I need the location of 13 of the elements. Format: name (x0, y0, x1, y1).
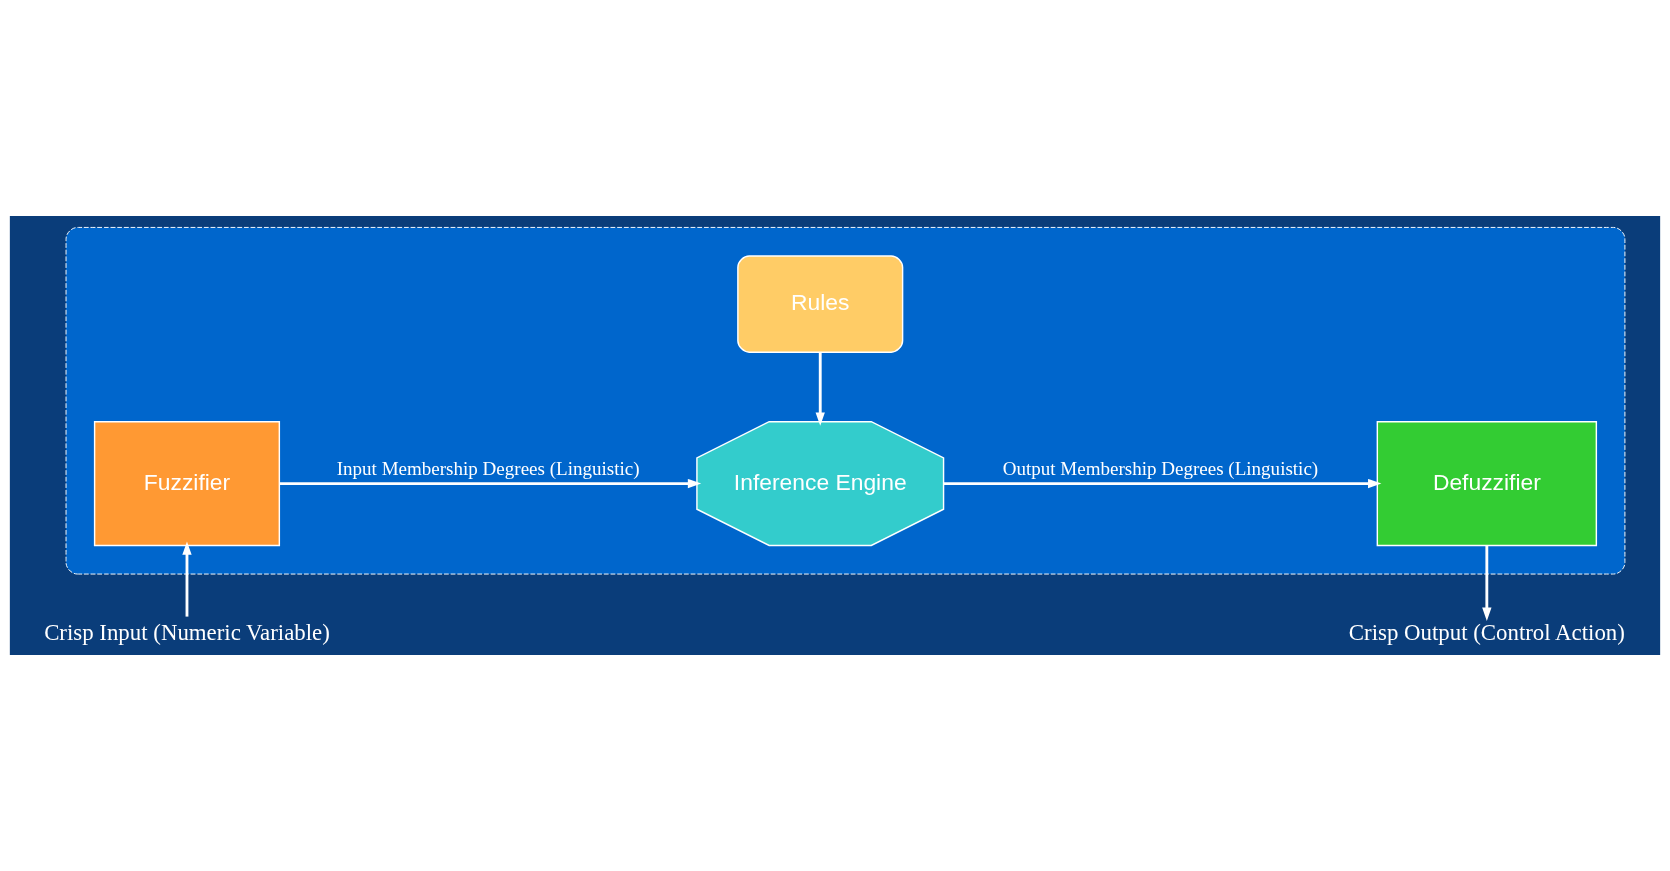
node-text: Crisp Output (Control Action) (1348, 619, 1625, 645)
arrow (182, 541, 192, 617)
edge-label: Output Membership Degrees (Linguistic) (1002, 458, 1319, 480)
arrow (943, 478, 1382, 489)
node-box: Defuzzifier (1376, 420, 1598, 547)
arrow (815, 352, 825, 426)
node-text: Crisp Input (Numeric Variable) (44, 619, 330, 645)
arrow (1482, 545, 1492, 621)
cluster (65, 226, 1626, 575)
node-box: Rules (737, 255, 904, 353)
arrow (279, 478, 702, 489)
node-box: Fuzzifier (93, 420, 281, 547)
edge-label: Input Membership Degrees (Linguistic) (336, 458, 640, 480)
